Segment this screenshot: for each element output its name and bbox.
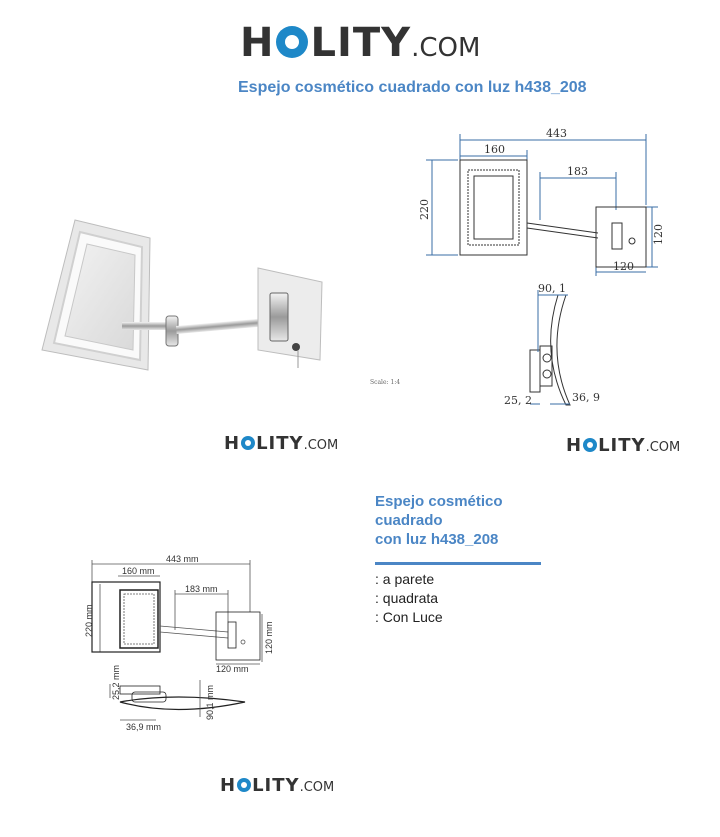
logo-o-icon xyxy=(583,438,598,452)
base-outline xyxy=(215,611,261,661)
arm-joint xyxy=(165,315,179,347)
logo-h: H xyxy=(220,775,237,796)
logo-h: H xyxy=(566,435,583,456)
technical-drawing-2: 443 mm 160 mm 183 mm 220 mm 120 mm 120 m… xyxy=(84,554,274,732)
dim-total: 443 xyxy=(546,127,567,140)
dim-total: 443 mm xyxy=(166,554,199,564)
dim-bracket: 25, 2 xyxy=(504,394,532,407)
feature-item: : quadrata xyxy=(375,590,439,606)
dim-base-width: 120 xyxy=(613,260,634,273)
mirror-outline xyxy=(459,159,528,256)
side-mirror xyxy=(550,294,571,406)
dim-plate: 36,9 mm xyxy=(126,722,161,732)
title-divider xyxy=(375,562,541,565)
dim-depth: 90,1 mm xyxy=(205,685,215,720)
mirror-glass xyxy=(64,243,136,351)
dim-bracket: 25,2 mm xyxy=(111,665,121,700)
logo-o-icon xyxy=(241,436,256,450)
logo-h: H xyxy=(224,433,241,454)
scale-note: Scale: 1:4 xyxy=(370,379,400,386)
logo-dotcom: .COM xyxy=(411,33,481,63)
dim-depth: 90, 1 xyxy=(538,282,566,295)
arm-segment-1 xyxy=(122,322,172,330)
dim-arm: 183 mm xyxy=(185,584,218,594)
switch-button xyxy=(292,343,300,351)
dim-base-width: 120 mm xyxy=(216,664,249,674)
logo-lity: LITY xyxy=(598,435,646,456)
dim-mirror-width: 160 xyxy=(484,143,505,156)
product-title-line-1: Espejo cosmético cuadrado xyxy=(375,493,503,529)
mirror-glass-outline xyxy=(473,175,514,240)
holity-logo-top[interactable]: H LITY .COM xyxy=(240,20,480,66)
wall-bracket xyxy=(269,292,289,342)
mirror-outline xyxy=(91,581,161,653)
holity-logo-small-3[interactable]: H LITY .COM xyxy=(220,775,334,796)
dim-height: 220 xyxy=(418,199,431,220)
arm-segment-2 xyxy=(176,316,282,334)
page-title: Espejo cosmético cuadrado con luz h438_2… xyxy=(238,79,587,96)
dim-height: 220 mm xyxy=(84,604,94,637)
feature-item: : a parete xyxy=(375,571,435,587)
logo-dotcom: .COM xyxy=(299,780,335,795)
wall-plate xyxy=(257,267,323,361)
dim-arm: 183 xyxy=(567,165,588,178)
product-title-line-2: con luz h438_208 xyxy=(375,531,499,548)
side-bracket xyxy=(529,349,541,393)
logo-lity: LITY xyxy=(310,20,412,66)
holity-logo-small-1[interactable]: H LITY .COM xyxy=(224,433,338,454)
holity-logo-small-2[interactable]: H LITY .COM xyxy=(566,435,680,456)
logo-o-icon xyxy=(276,26,309,58)
dim-base-height: 120 xyxy=(652,224,665,245)
logo-lity: LITY xyxy=(256,433,304,454)
base-outline xyxy=(595,206,647,268)
logo-h: H xyxy=(240,20,275,66)
logo-o-icon xyxy=(237,778,252,792)
product-photo xyxy=(41,219,323,371)
logo-lity: LITY xyxy=(252,775,300,796)
dim-plate: 36, 9 xyxy=(572,391,600,404)
logo-dotcom: .COM xyxy=(645,440,681,455)
product-info: Espejo cosmético cuadrado con luz h438_2… xyxy=(375,492,545,627)
feature-item: : Con Luce xyxy=(375,609,443,625)
dim-base-height: 120 mm xyxy=(264,621,274,654)
technical-drawing-1: 443 160 183 220 120 120 90, 1 25, 2 36, … xyxy=(370,127,665,407)
dim-mirror-width: 160 mm xyxy=(122,566,155,576)
logo-dotcom: .COM xyxy=(303,438,339,453)
mirror-inner xyxy=(467,169,520,246)
